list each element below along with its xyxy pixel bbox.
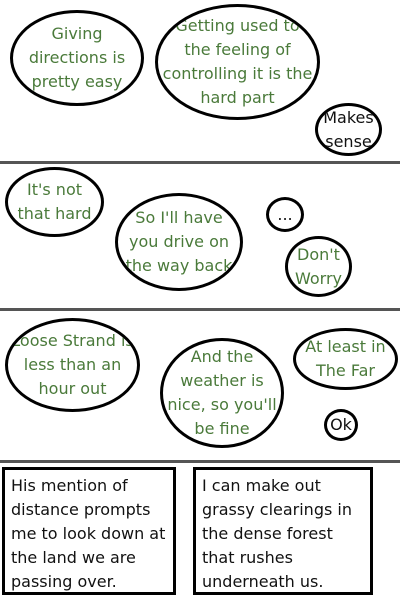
speech-bubble-makes-sense: Makes sense xyxy=(315,103,382,156)
panel-divider xyxy=(0,308,400,311)
speech-bubble-hard-part: Getting used to the feeling of controlli… xyxy=(155,4,320,120)
narration-box-distance: His mention of distance prompts me to lo… xyxy=(2,467,176,595)
panel-divider xyxy=(0,161,400,164)
panel-divider xyxy=(0,460,400,463)
speech-bubble-the-far: At least in The Far xyxy=(293,328,398,390)
narration-box-clearings: I can make out grassy clearings in the d… xyxy=(193,467,373,595)
speech-bubble-drive-way-back: So I'll have you drive on the way back xyxy=(115,193,243,291)
speech-bubble-dont-worry: Don't Worry xyxy=(285,236,352,297)
speech-bubble-not-that-hard: It's not that hard xyxy=(5,167,104,237)
speech-bubble-ellipsis: ... xyxy=(266,197,304,232)
speech-bubble-giving-directions: Giving directions is pretty easy xyxy=(10,10,144,106)
speech-bubble-loose-strand: Loose Strand is less than an hour out xyxy=(5,318,140,412)
speech-bubble-ok: Ok xyxy=(324,409,358,441)
speech-bubble-weather-nice: And the weather is nice, so you'll be fi… xyxy=(160,338,284,448)
